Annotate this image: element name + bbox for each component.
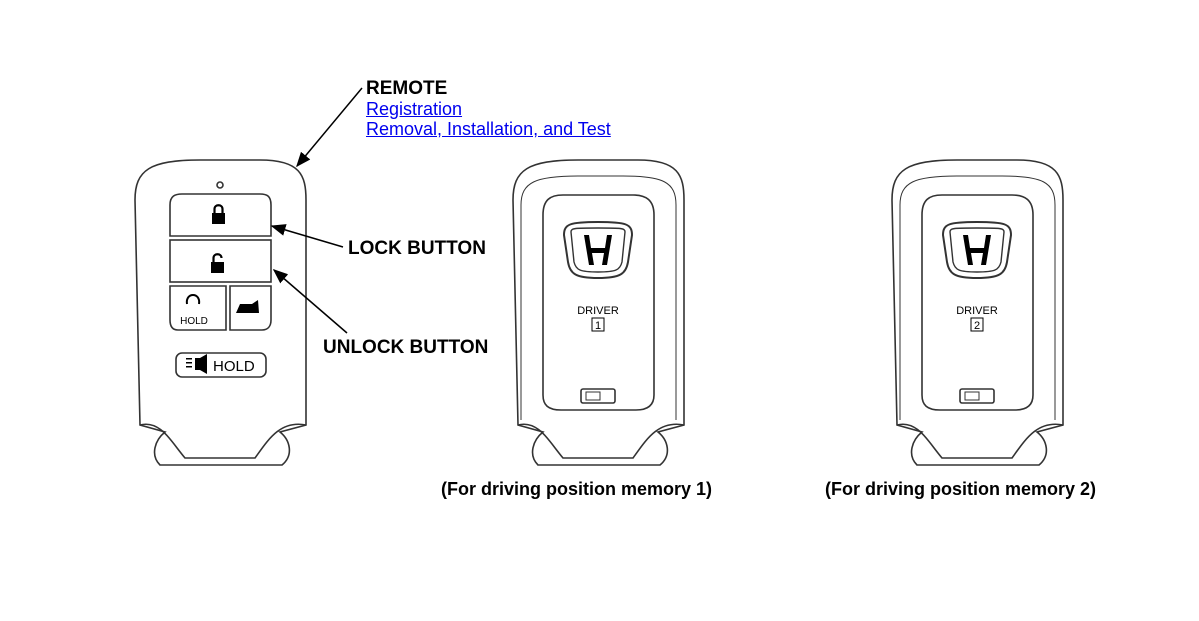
lock-button[interactable] xyxy=(169,193,272,237)
trunk-hold-button[interactable]: HOLD xyxy=(169,285,227,331)
remote-leader-line xyxy=(296,87,363,168)
panic-hold-button[interactable]: HOLD xyxy=(175,352,267,378)
driver-number: 2 xyxy=(974,320,980,332)
honda-emblem xyxy=(941,220,1013,280)
fob-back-1: DRIVER 1 xyxy=(512,159,685,466)
suv-tailgate-icon xyxy=(236,300,259,313)
unlock-leader-line xyxy=(272,269,348,334)
registration-link[interactable]: Registration xyxy=(366,99,463,119)
remote-heading: REMOTE xyxy=(366,78,448,99)
panic-hold-label: HOLD xyxy=(213,358,255,375)
unlock-button-callout: UNLOCK BUTTON xyxy=(323,337,489,358)
removal-installation-test-link[interactable]: Removal, Installation, and Test xyxy=(366,119,611,139)
lock-leader-line xyxy=(270,224,344,248)
honda-emblem xyxy=(562,220,634,280)
fob-back-2: DRIVER 2 xyxy=(891,159,1064,466)
tailgate-button[interactable] xyxy=(229,285,272,331)
rear-hatch-icon xyxy=(185,294,201,305)
horn-light-icon xyxy=(186,354,207,374)
driver-label: DRIVER xyxy=(577,305,619,317)
indicator-led xyxy=(216,181,224,189)
lock-open-icon xyxy=(211,253,224,273)
memory-2-caption: (For driving position memory 2) xyxy=(825,479,1097,499)
memory-1-caption: (For driving position memory 1) xyxy=(441,479,713,499)
unlock-button[interactable] xyxy=(169,239,272,283)
driver-label: DRIVER xyxy=(956,305,998,317)
trunk-hold-label: HOLD xyxy=(180,316,208,327)
driver-number: 1 xyxy=(595,320,601,332)
lock-closed-icon xyxy=(212,204,225,224)
lock-button-callout: LOCK BUTTON xyxy=(348,238,486,259)
fob-front: HOLD HOLD xyxy=(134,159,307,466)
